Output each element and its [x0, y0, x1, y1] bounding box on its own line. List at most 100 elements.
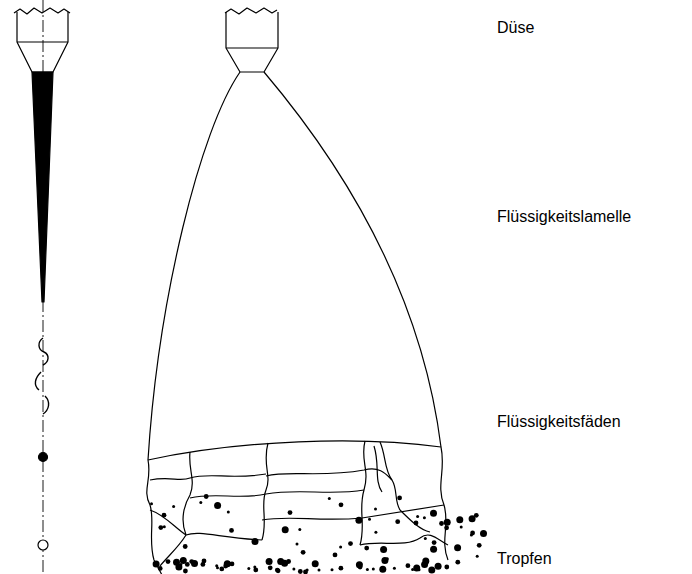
drop: [288, 510, 293, 515]
drop: [166, 559, 171, 564]
drop: [298, 528, 301, 531]
drop: [395, 519, 400, 524]
drop: [424, 537, 427, 540]
liquid-thread: [400, 510, 430, 532]
drop: [397, 496, 402, 501]
nozzle-edge: [17, 41, 68, 42]
nozzle-break: [14, 8, 70, 14]
drop: [480, 530, 487, 537]
drop: [374, 531, 377, 534]
drop: [430, 510, 437, 517]
drop: [455, 560, 460, 565]
drop: [439, 521, 444, 526]
liquid-thread: [262, 443, 268, 540]
drop: [339, 566, 344, 571]
drop: [366, 568, 369, 571]
drop: [381, 557, 388, 564]
drop: [276, 568, 281, 573]
nozzle-body: [17, 12, 68, 72]
drop: [372, 567, 375, 570]
drop: [173, 559, 180, 566]
drop: [296, 542, 299, 545]
drop: [163, 525, 166, 528]
drop: [214, 502, 221, 509]
drop: [247, 567, 250, 570]
liquid-thread: [150, 510, 262, 540]
drop: [469, 515, 476, 522]
drop: [444, 525, 449, 530]
drop: [253, 568, 258, 573]
drop: [172, 505, 175, 508]
liquid-thread: [266, 469, 392, 480]
part-label: Flüssigkeitslamelle: [497, 207, 631, 226]
jet-thread: [35, 372, 41, 390]
drop: [150, 502, 153, 505]
drop: [282, 526, 289, 533]
drop: [286, 559, 291, 564]
liquid-thread: [183, 452, 192, 535]
drop: [331, 568, 334, 571]
drop: [339, 546, 342, 549]
drop: [223, 564, 228, 569]
drop: [333, 553, 338, 558]
drop: [215, 564, 218, 567]
liquid-sheet: [264, 72, 441, 447]
sheet-edge: [148, 441, 441, 460]
drop: [379, 566, 386, 573]
drop: [183, 569, 188, 574]
drop: [380, 546, 387, 553]
nozzle-body: [226, 12, 278, 72]
drop: [422, 558, 429, 565]
liquid-jet: [32, 72, 53, 302]
drop: [423, 516, 426, 519]
drop: [454, 544, 461, 551]
drop: [219, 567, 224, 572]
drop: [176, 559, 179, 562]
drop: [328, 497, 331, 500]
drop: [229, 528, 234, 533]
liquid-thread: [147, 460, 162, 574]
drop: [153, 561, 160, 568]
drop: [339, 502, 344, 507]
drop: [275, 568, 280, 573]
drop: [428, 567, 435, 574]
drop: [204, 494, 209, 499]
drop: [189, 559, 194, 564]
drop: [368, 518, 371, 521]
drop: [227, 510, 230, 513]
liquid-thread: [380, 442, 400, 510]
drop: [456, 516, 463, 523]
drop: [298, 569, 303, 574]
drop: [39, 453, 48, 462]
drop: [393, 567, 396, 570]
liquid-thread: [262, 505, 444, 520]
drop: [301, 550, 306, 555]
drop: [292, 567, 295, 570]
drop: [348, 541, 353, 546]
drop: [306, 569, 309, 572]
drop: [318, 568, 321, 571]
drop: [432, 540, 437, 545]
drop: [180, 557, 187, 564]
nozzle-edge: [226, 47, 278, 48]
liquid-thread: [160, 535, 186, 566]
drop: [312, 560, 319, 567]
drop: [477, 543, 482, 548]
drop: [374, 508, 377, 511]
drop: [268, 565, 273, 570]
drop: [406, 563, 411, 568]
drop: [460, 525, 463, 528]
drop: [252, 538, 259, 545]
drop: [183, 544, 188, 549]
drop: [444, 565, 449, 570]
drop-field: [150, 494, 487, 574]
drop: [158, 566, 163, 571]
drop: [470, 533, 473, 536]
part-label: Tropfen: [497, 549, 552, 568]
nozzle-break: [225, 8, 277, 14]
drop: [364, 546, 369, 551]
drop: [266, 558, 273, 565]
drop: [158, 525, 163, 530]
drop: [201, 562, 206, 567]
